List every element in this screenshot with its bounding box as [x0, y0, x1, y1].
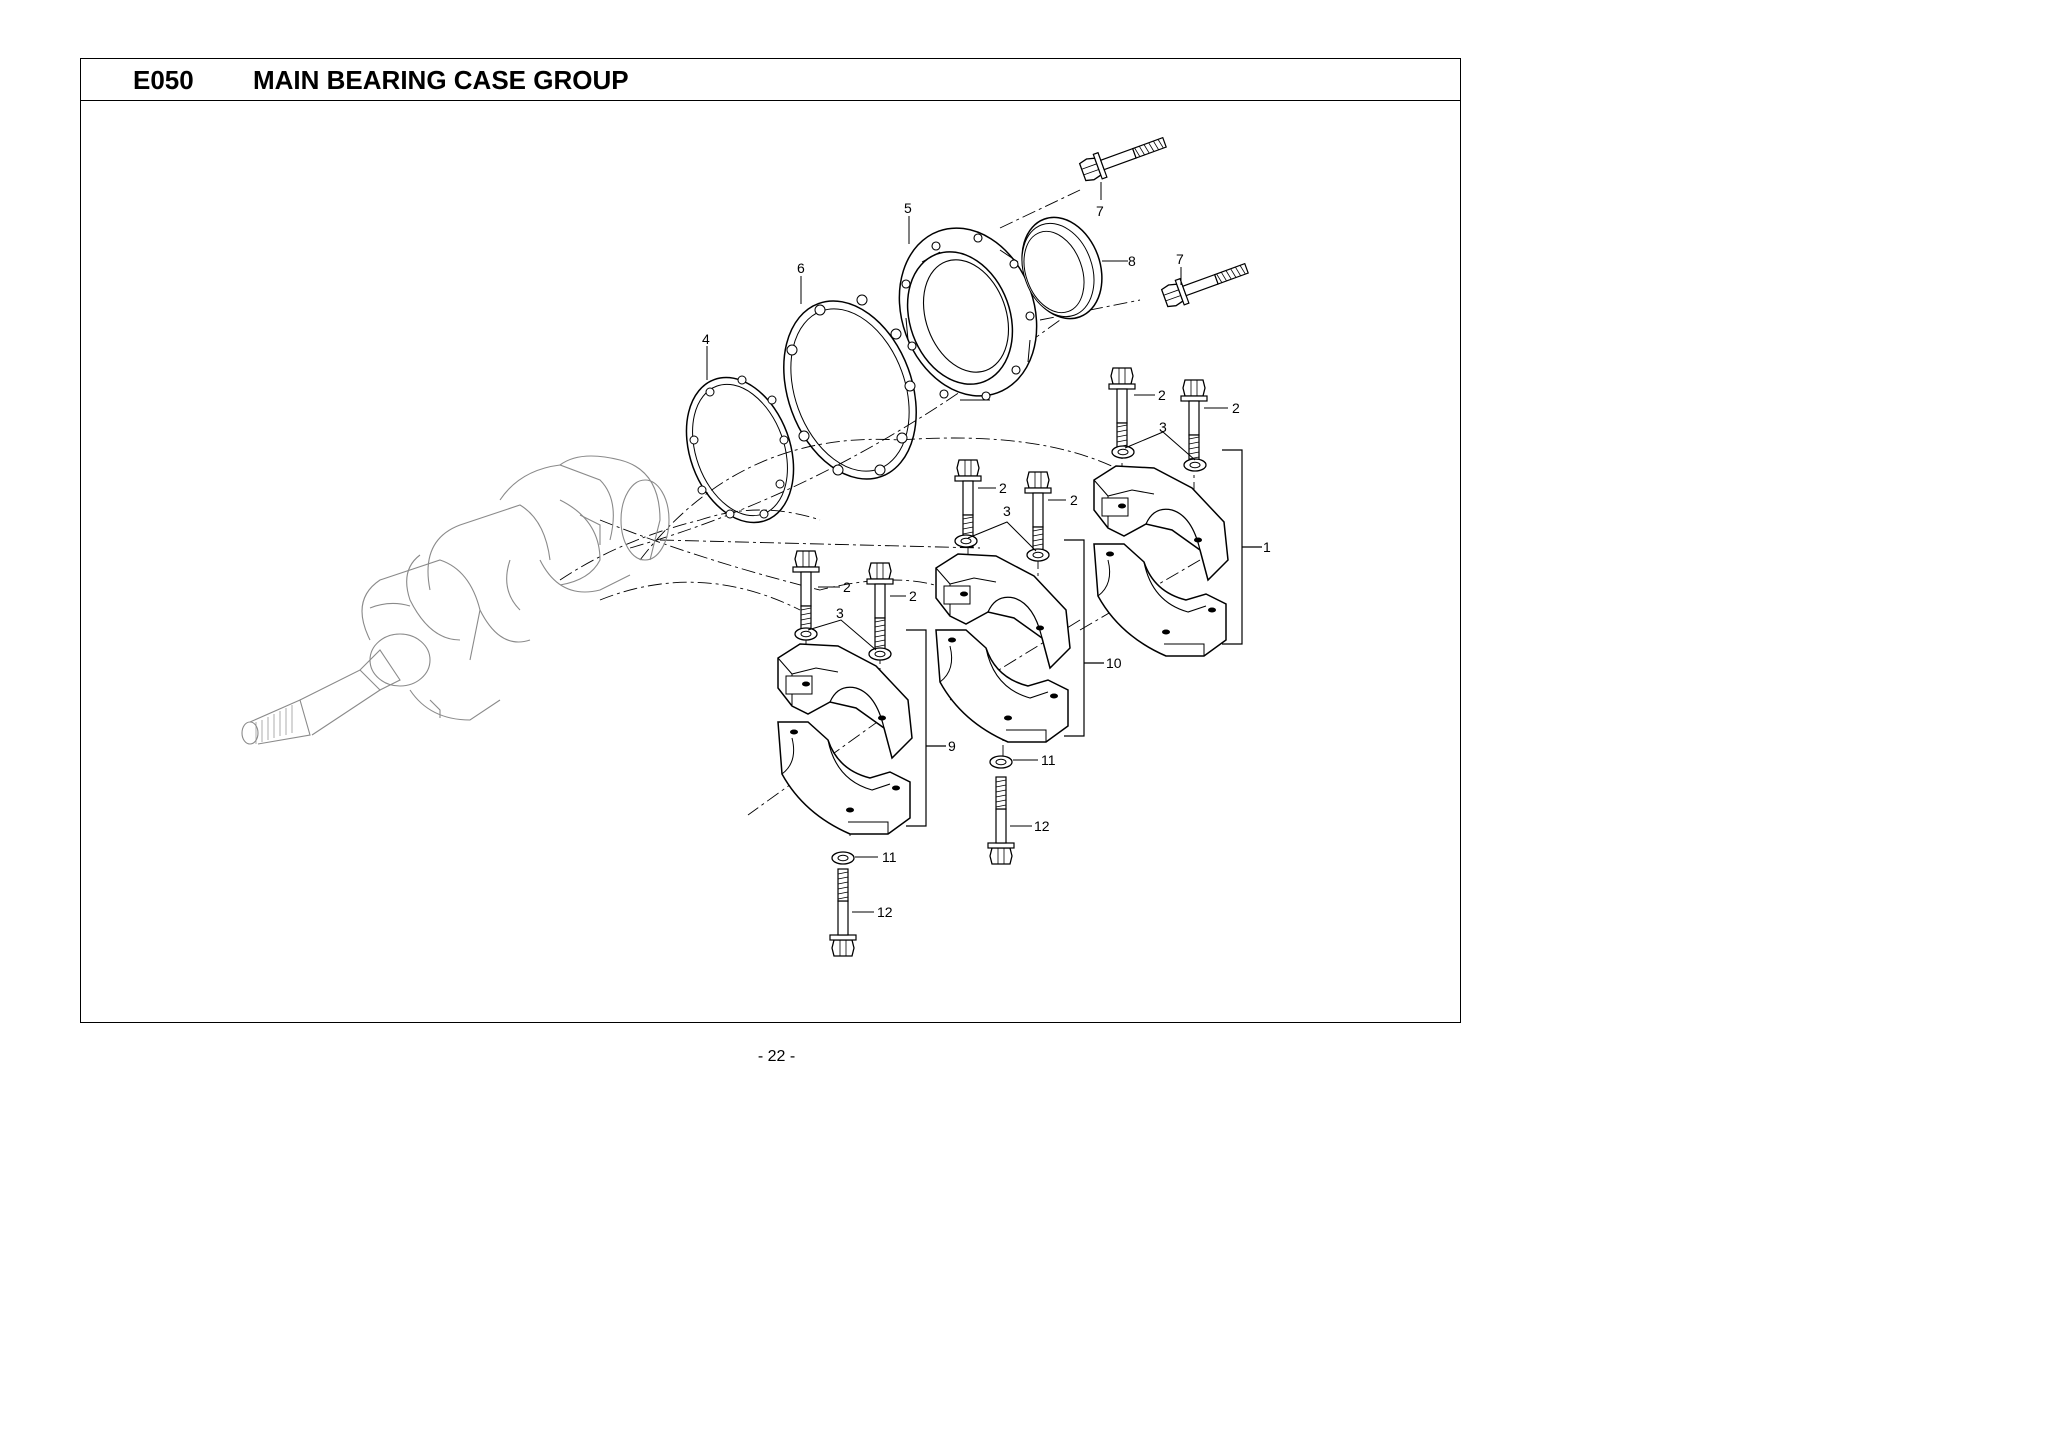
callout-12: 12 [1034, 818, 1050, 834]
washer-3 [868, 647, 892, 661]
leader-lines [706, 182, 1228, 913]
callout-2: 2 [909, 588, 917, 604]
title-bar: E050 MAIN BEARING CASE GROUP [81, 59, 1460, 101]
callout-3: 3 [1159, 419, 1167, 435]
gasket-4 [685, 375, 795, 524]
callout-5: 5 [904, 200, 912, 216]
group-title: MAIN BEARING CASE GROUP [253, 65, 629, 95]
bolt-2 [866, 562, 894, 651]
bolt-12 [987, 776, 1015, 865]
washer-3 [954, 534, 978, 548]
callout-2: 2 [1158, 387, 1166, 403]
washer-11 [989, 755, 1013, 769]
washer-3 [1111, 445, 1135, 459]
callout-3: 3 [1003, 503, 1011, 519]
bolt-2 [1108, 367, 1136, 456]
crankshaft [241, 455, 670, 745]
callout-2: 2 [1070, 492, 1078, 508]
callout-2: 2 [843, 579, 851, 595]
callout-3: 3 [836, 605, 844, 621]
bolt-2 [792, 550, 820, 639]
gasket-6 [783, 294, 917, 480]
page-number: - 22 - [757, 1048, 796, 1065]
callout-6: 6 [797, 260, 805, 276]
oil-seal-8 [1021, 216, 1103, 320]
exploded-parts-diagram: 5 6 4 7 8 7 2 2 3 1 2 2 3 10 2 2 3 9 11 … [241, 129, 1271, 957]
callout-2: 2 [1232, 400, 1240, 416]
washer-3 [1183, 458, 1207, 472]
callout-4: 4 [702, 331, 710, 347]
callout-7-upper: 7 [1096, 203, 1104, 219]
washer-11 [831, 851, 855, 865]
group-bracket-1 [1222, 449, 1262, 645]
callout-11: 11 [1041, 752, 1056, 768]
callout-8: 8 [1128, 253, 1136, 269]
callout-11: 11 [882, 849, 897, 865]
callout-9: 9 [948, 738, 956, 754]
callout-10: 10 [1106, 655, 1122, 671]
bolt-2 [1024, 471, 1052, 560]
group-code: E050 [133, 65, 194, 95]
bolt-2 [1180, 379, 1208, 468]
washer-3 [794, 627, 818, 641]
callout-1: 1 [1263, 539, 1271, 555]
group-bracket-9 [906, 629, 946, 827]
bolt-7-lower [1159, 255, 1252, 311]
callout-7-lower: 7 [1176, 251, 1184, 267]
bolt-7-upper [1077, 129, 1170, 185]
drawing-frame: E050 MAIN BEARING CASE GROUP [80, 58, 1461, 1023]
washer-3 [1026, 548, 1050, 562]
callout-2: 2 [999, 480, 1007, 496]
callout-12: 12 [877, 904, 893, 920]
housing-5 [898, 227, 1038, 401]
group-bracket-10 [1064, 539, 1104, 737]
